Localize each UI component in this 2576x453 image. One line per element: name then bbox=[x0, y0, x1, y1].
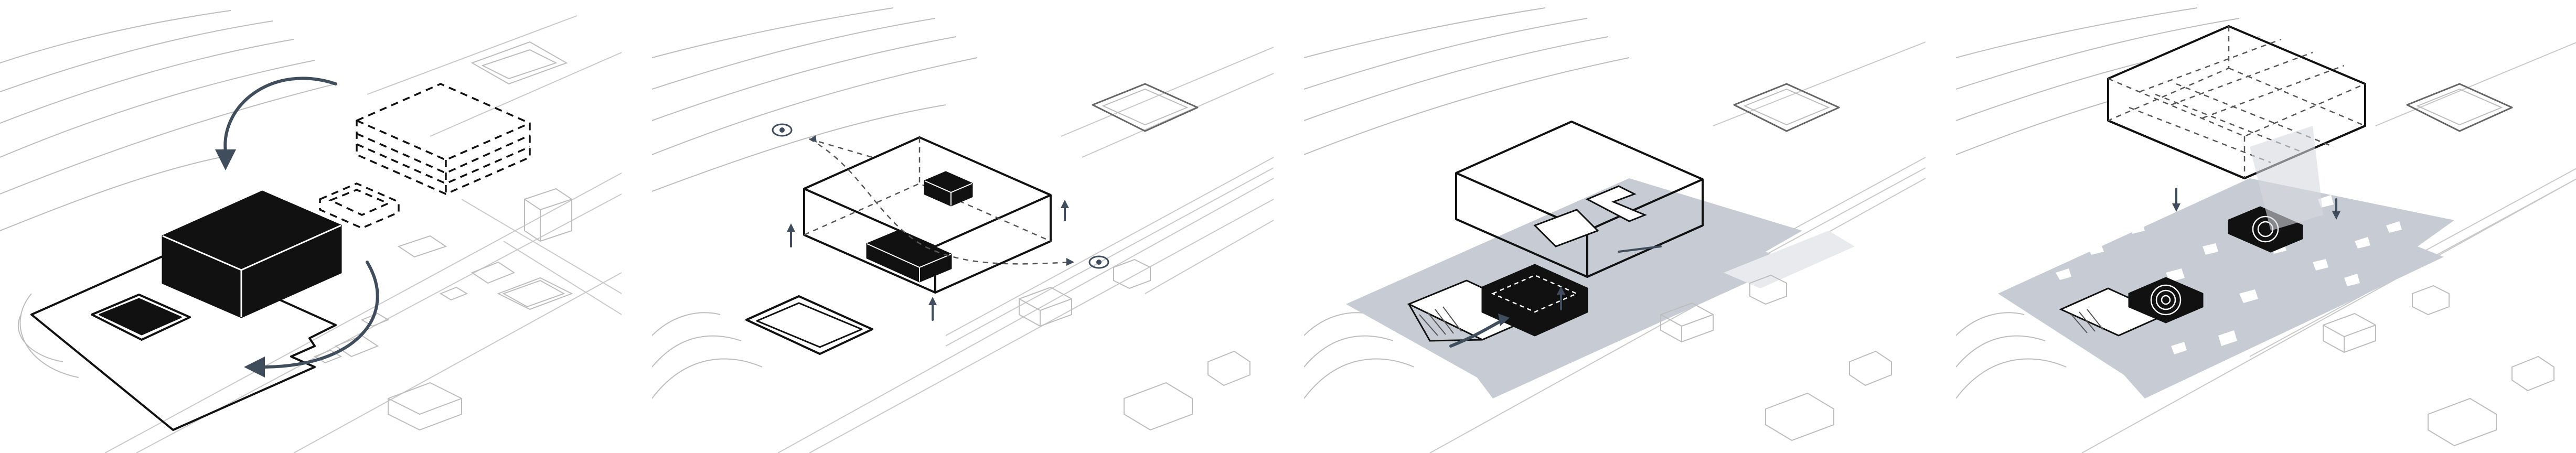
eye-icon bbox=[772, 123, 793, 137]
panel-1-volume-relocation bbox=[0, 0, 622, 453]
program-boxes bbox=[866, 171, 973, 283]
panel-4-lifted-roof-landscape bbox=[1956, 0, 2576, 453]
up-arrow-icon bbox=[787, 200, 1069, 321]
context-buildings bbox=[1660, 83, 1892, 441]
panel-2-drawing bbox=[652, 7, 1274, 453]
context-streets bbox=[777, 47, 1274, 453]
sunken-court bbox=[745, 295, 873, 355]
circulation-arrows bbox=[1449, 245, 1662, 348]
context-buildings bbox=[1019, 83, 1250, 431]
curved-arrow-icon bbox=[215, 77, 379, 378]
contour-lines bbox=[1304, 7, 1630, 399]
context-buildings bbox=[313, 41, 573, 431]
down-arrow-icon bbox=[2172, 188, 2340, 220]
dashed-original-volume bbox=[356, 83, 531, 195]
light-shaft bbox=[2250, 126, 2323, 231]
eye-icon bbox=[1088, 255, 1109, 269]
panel-2-view-axes bbox=[652, 0, 1274, 453]
panel-4-drawing bbox=[1956, 7, 2576, 453]
panel-3-plaza-circulation bbox=[1304, 0, 1926, 453]
lifted-roof bbox=[2107, 25, 2366, 179]
plaza-surface-light bbox=[1724, 231, 1855, 288]
panel-1-drawing bbox=[0, 10, 622, 453]
contour-lines bbox=[0, 10, 336, 378]
black-volume bbox=[162, 190, 342, 318]
fence-railing bbox=[945, 157, 1274, 347]
view-axis bbox=[809, 135, 1074, 266]
transparent-volume bbox=[1455, 121, 1704, 278]
landscape-islands bbox=[2056, 195, 2433, 354]
contour-lines bbox=[652, 7, 978, 399]
context-buildings bbox=[2323, 83, 2554, 447]
plaza-surface bbox=[1998, 178, 2454, 398]
sunken-court bbox=[99, 298, 182, 336]
panel-3-drawing bbox=[1304, 7, 1926, 453]
dashed-small-volume bbox=[319, 182, 400, 229]
